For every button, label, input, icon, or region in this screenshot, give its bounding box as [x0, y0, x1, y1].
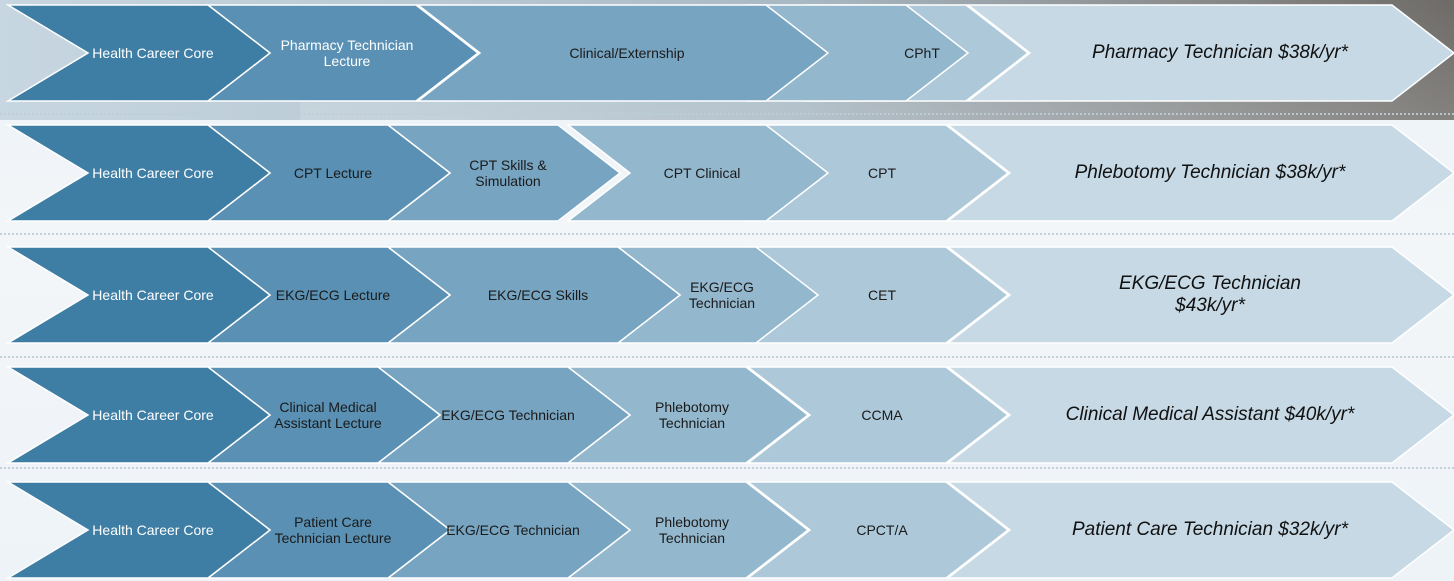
- career-outcome: Phlebotomy Technician $38k/yr*: [1074, 162, 1346, 183]
- step-cpt-clinical: CPT Clinical: [663, 165, 741, 181]
- career-outcome: EKG/ECG Technician $43k/yr*: [1119, 273, 1301, 316]
- pathway-arrows: [5, 4, 1454, 102]
- outcome-chevron: [945, 481, 1454, 579]
- pathway-phlebotomy-technician: Health Career Core CPT Lecture CPT Skill…: [5, 124, 1454, 222]
- pathway-patient-care-technician: Health Career Core Patient Care Technici…: [5, 481, 1454, 579]
- step-ekg-ecg-skills: EKG/ECG Skills: [487, 287, 589, 303]
- row-separator: [0, 467, 1454, 469]
- step-cpt-skills-simulation: CPT Skills & Simulation: [469, 157, 547, 189]
- step-health-career-core: Health Career Core: [92, 165, 214, 181]
- step-chevron: [745, 481, 1010, 579]
- pathway-arrows: [5, 246, 1454, 344]
- row-separator: [0, 356, 1454, 358]
- pathway-arrows: [5, 481, 1454, 579]
- row-separator: [0, 233, 1454, 235]
- step-chevron: [415, 4, 830, 102]
- outcome-chevron: [945, 124, 1454, 222]
- pathway-arrows: [5, 124, 1454, 222]
- pathway-ekg-ecg-technician: Health Career Core EKG/ECG Lecture EKG/E…: [5, 246, 1454, 344]
- step-certification: CPCT/A: [856, 522, 908, 538]
- pathway-arrows: [5, 366, 1454, 464]
- step-health-career-core: Health Career Core: [92, 287, 214, 303]
- career-outcome: Clinical Medical Assistant $40k/yr*: [1065, 404, 1355, 425]
- career-outcome: Patient Care Technician $32k/yr*: [1071, 519, 1348, 540]
- step-ekg-ecg-technician: EKG/ECG Technician: [446, 522, 580, 538]
- step-chevron: [5, 124, 272, 222]
- step-ekg-ecg-lecture: EKG/ECG Lecture: [275, 287, 391, 303]
- step-certification: CCMA: [861, 407, 903, 423]
- step-ekg-ecg-technician: EKG/ECG Technician: [441, 407, 575, 423]
- step-health-career-core: Health Career Core: [92, 522, 214, 538]
- step-certification: CPhT: [904, 45, 940, 61]
- step-chevron: [5, 366, 272, 464]
- step-clinical-externship: Clinical/Externship: [569, 45, 685, 61]
- step-ekg-ecg-technician: EKG/ECG Technician: [688, 279, 756, 311]
- career-outcome: Pharmacy Technician $38k/yr*: [1092, 42, 1348, 63]
- step-chevron: [565, 124, 830, 222]
- step-clinical-medical-assistant-lecture: Clinical Medical Assistant Lecture: [274, 399, 382, 431]
- pathway-clinical-medical-assistant: Health Career Core Clinical Medical Assi…: [5, 366, 1454, 464]
- row-separator: [0, 113, 1454, 115]
- step-chevron: [5, 481, 272, 579]
- step-chevron: [745, 366, 1010, 464]
- step-patient-care-technician-lecture: Patient Care Technician Lecture: [274, 514, 392, 546]
- step-cpt-lecture: CPT Lecture: [293, 165, 373, 181]
- step-phlebotomy-technician: Phlebotomy Technician: [655, 399, 729, 431]
- outcome-chevron: [945, 246, 1454, 344]
- outcome-chevron: [965, 4, 1454, 102]
- step-certification: CET: [868, 287, 896, 303]
- outcome-chevron: [945, 366, 1454, 464]
- step-health-career-core: Health Career Core: [92, 45, 214, 61]
- pathway-pharmacy-technician: Health Career Core Pharmacy Technician L…: [5, 4, 1454, 102]
- step-phlebotomy-technician: Phlebotomy Technician: [655, 514, 729, 546]
- step-chevron: [5, 246, 272, 344]
- step-chevron: [5, 4, 272, 102]
- step-pharmacy-technician-lecture: Pharmacy Technician Lecture: [280, 37, 414, 69]
- step-health-career-core: Health Career Core: [92, 407, 214, 423]
- step-certification: CPT: [868, 165, 896, 181]
